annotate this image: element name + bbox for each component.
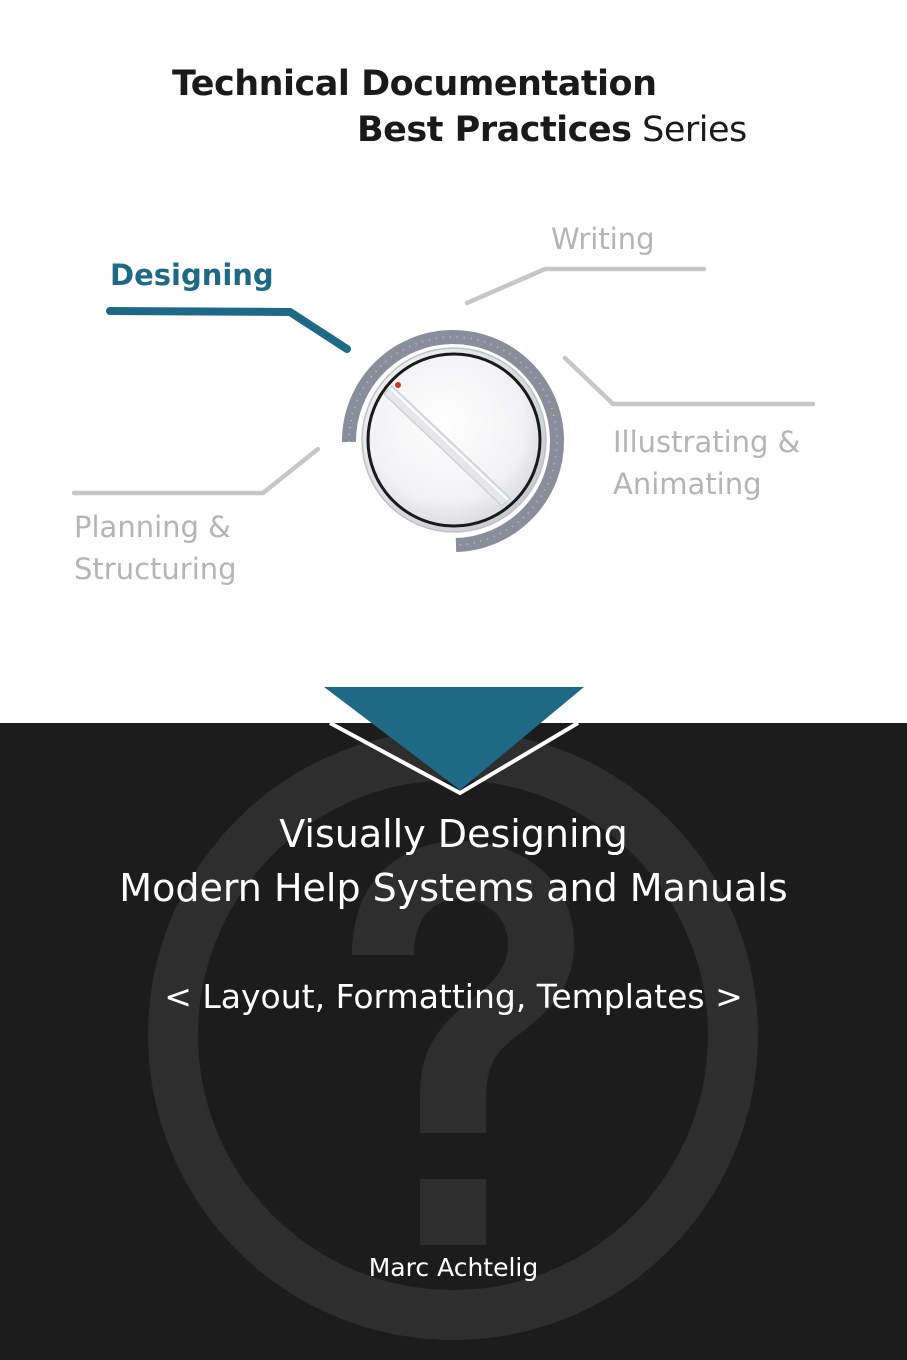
planning-label-line1: Planning &	[74, 510, 231, 544]
planning-label: Planning & Structuring	[74, 506, 237, 590]
series-subtitle-bold: Best Practices	[357, 110, 632, 150]
book-subtitle: < Layout, Formatting, Templates >	[164, 977, 743, 1016]
dial-diagram	[71, 266, 816, 552]
planning-label-line2: Structuring	[74, 552, 237, 586]
cover-top-panel: Technical Documentation Best Practices S…	[71, 64, 816, 590]
book-author: Marc Achtelig	[368, 1253, 539, 1282]
designing-connector	[106, 307, 351, 353]
illustrating-label-line1: Illustrating &	[613, 425, 801, 459]
designing-label: Designing	[110, 258, 274, 292]
book-title-line2: Modern Help Systems and Manuals	[119, 866, 788, 910]
illustrating-label: Illustrating & Animating	[613, 421, 800, 505]
series-subtitle-rest: Series	[631, 110, 747, 150]
cover-bottom-panel	[0, 723, 907, 1360]
planning-connector	[71, 446, 321, 496]
writing-connector	[464, 266, 707, 306]
illustrating-connector	[562, 355, 816, 407]
dial-scale-arc	[341, 330, 564, 552]
writing-label: Writing	[551, 222, 655, 256]
book-title-line1: Visually Designing	[279, 812, 628, 856]
series-subtitle: Best Practices Series	[357, 110, 747, 150]
illustrating-label-line2: Animating	[613, 467, 762, 501]
series-title: Technical Documentation	[172, 64, 657, 104]
dial-knob-icon	[341, 330, 564, 552]
